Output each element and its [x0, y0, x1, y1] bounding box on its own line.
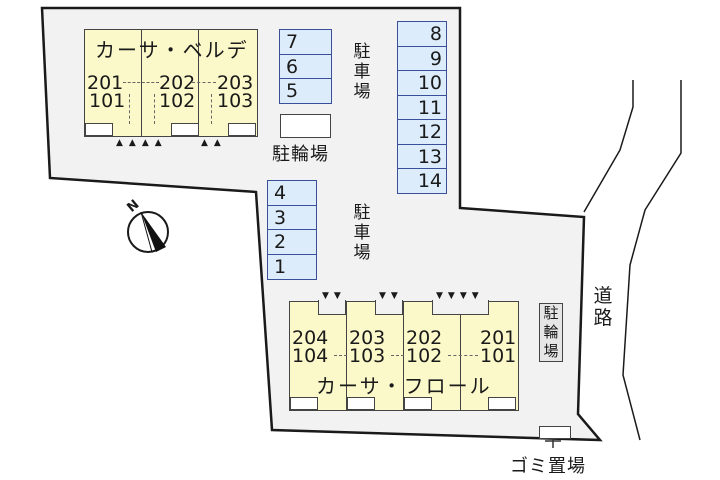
entrance-porch	[404, 397, 432, 410]
unit-label: 203	[349, 327, 386, 349]
parking-slot[interactable]: 7	[279, 29, 332, 55]
parking-slot[interactable]: 1	[267, 253, 317, 280]
parking-slot[interactable]: 4	[267, 180, 317, 206]
unit-label: 201	[480, 327, 517, 349]
entrance-porch	[290, 397, 318, 410]
entrance-porch	[85, 123, 113, 136]
unit-label: 102	[159, 90, 196, 112]
entrance-porch	[347, 397, 375, 410]
parking-slot[interactable]: 10	[397, 70, 447, 96]
parking-slot[interactable]: 11	[397, 94, 447, 121]
entrance-porch	[488, 397, 516, 410]
entrance-porch	[171, 123, 199, 136]
unit-label: 202	[159, 72, 196, 94]
bicycle-parking-top	[280, 114, 331, 138]
entrance-markers: ▼▼	[322, 291, 346, 301]
parking-slot[interactable]: 2	[267, 229, 317, 255]
garbage-station-label: ゴミ置場	[510, 456, 586, 477]
north-compass-icon	[127, 211, 169, 253]
unit-label: 202	[406, 327, 443, 349]
unit-label: 201	[87, 72, 124, 94]
entrance-markers: ▼▼▼▼	[436, 291, 484, 301]
road-edge-right	[622, 80, 682, 441]
unit-label: 103	[349, 345, 386, 367]
entrance-markers: ▲▲	[201, 138, 227, 148]
unit-label: 101	[480, 345, 517, 367]
building-name: カーサ・フロール	[316, 374, 492, 398]
road-label: 道路	[593, 285, 613, 329]
parking-column-b: 8 9 10 11 12 13 14	[397, 21, 447, 194]
unit-label: 204	[292, 327, 329, 349]
parking-slot[interactable]: 3	[267, 204, 317, 231]
parking-slot[interactable]: 9	[397, 45, 447, 72]
parking-lot-label: 駐車場	[353, 42, 371, 102]
entrance-markers: ▼▼	[379, 291, 403, 301]
parking-slot[interactable]: 6	[279, 53, 332, 80]
bicycle-parking-label: 駐輪場	[272, 144, 329, 165]
parking-column-c: 4 3 2 1	[267, 180, 317, 280]
unit-label: 101	[89, 90, 126, 112]
building-casa-flor: 204 203 202 201 104 103 102 101 カーサ・フロール	[289, 301, 519, 411]
parking-slot[interactable]: 12	[397, 119, 447, 145]
parking-slot[interactable]: 8	[397, 21, 447, 47]
unit-label: 104	[292, 345, 329, 367]
building-casa-verde: カーサ・ベルデ 201 202 203 101 102 103	[84, 29, 258, 137]
garbage-station	[539, 426, 571, 439]
unit-label: 203	[217, 72, 254, 94]
parking-slot[interactable]: 13	[397, 143, 447, 170]
parking-lot-label: 駐車場	[353, 203, 371, 263]
parking-slot[interactable]: 14	[397, 168, 447, 194]
parking-column-a: 7 6 5	[279, 29, 332, 104]
bicycle-parking-right: 駐輪場	[539, 303, 563, 362]
parking-slot[interactable]: 5	[279, 78, 332, 104]
entrance-porch	[228, 123, 256, 136]
unit-label: 103	[217, 90, 254, 112]
unit-label: 102	[406, 345, 443, 367]
building-name: カーサ・ベルデ	[95, 38, 249, 62]
entrance-markers: ▲▲▲▲	[116, 138, 168, 148]
road-edge-left	[583, 80, 634, 213]
